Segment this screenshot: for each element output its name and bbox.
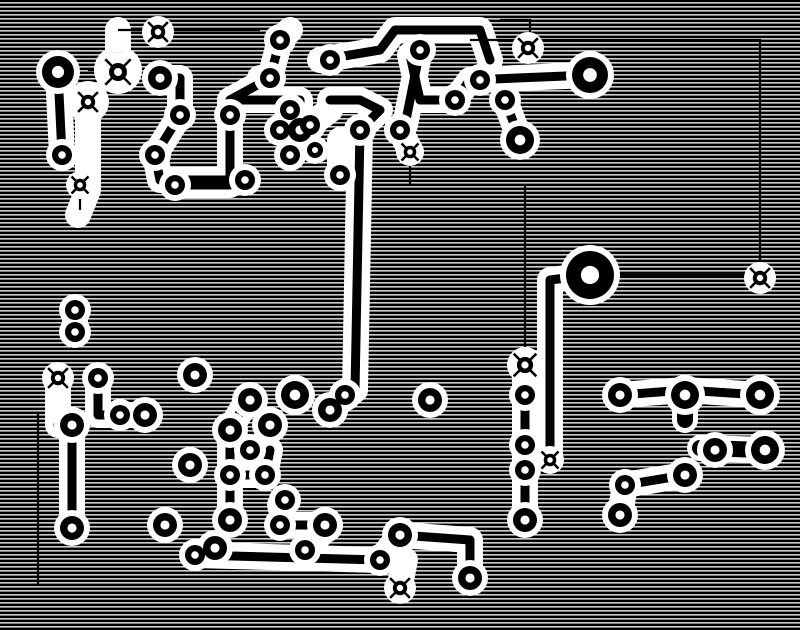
drill-hole	[176, 111, 184, 119]
drill-hole	[521, 391, 529, 399]
drill-hole	[514, 134, 526, 146]
drill-hole	[396, 126, 404, 134]
drill-hole	[226, 471, 234, 479]
drill-hole	[210, 543, 220, 553]
drill-hole	[580, 265, 600, 285]
thin-lines	[36, 18, 762, 587]
drill-hole	[520, 515, 530, 525]
drill-hole	[425, 395, 435, 405]
drill-hole	[465, 573, 475, 583]
drill-hole	[51, 65, 65, 79]
pads	[36, 24, 785, 596]
thermal-drill	[407, 149, 413, 155]
drill-hole	[190, 370, 200, 380]
drill-hole	[286, 106, 294, 114]
thermal-drill	[114, 68, 122, 76]
drill-hole	[185, 460, 195, 470]
drill-hole	[356, 126, 364, 134]
drill-hole	[67, 523, 77, 533]
drill-hole	[265, 420, 275, 430]
drill-hole	[521, 441, 529, 449]
drill-hole	[286, 151, 294, 159]
drill-hole	[225, 425, 235, 435]
drill-hole	[276, 36, 284, 44]
drill-hole	[191, 551, 199, 559]
drill-hole	[521, 466, 529, 474]
drill-hole	[58, 151, 66, 159]
thermal-drill	[547, 457, 553, 463]
thermal-drill	[524, 44, 532, 52]
drill-hole	[301, 546, 309, 554]
drill-hole	[246, 446, 254, 454]
thermal-drill	[77, 182, 83, 188]
drill-hole	[311, 146, 319, 154]
drill-hole	[266, 74, 274, 82]
drill-hole	[416, 46, 424, 54]
drill-hole	[261, 471, 269, 479]
drill-hole	[621, 481, 629, 489]
drill-hole	[680, 470, 690, 480]
drill-hole	[276, 521, 284, 529]
drill-hole	[71, 306, 79, 314]
drill-hole	[451, 96, 459, 104]
thermal-pads	[42, 16, 776, 604]
drill-hole	[320, 520, 330, 530]
drill-hole	[226, 111, 234, 119]
drill-hole	[341, 391, 349, 399]
drill-hole	[94, 374, 102, 382]
drill-hole	[225, 515, 235, 525]
drill-hole	[116, 411, 124, 419]
thermal-drill	[84, 98, 92, 106]
drill-hole	[71, 328, 79, 336]
drill-hole	[241, 176, 249, 184]
drill-hole	[759, 444, 771, 456]
drill-hole	[245, 395, 255, 405]
thermal-drill	[396, 584, 404, 592]
drill-hole	[583, 68, 597, 82]
drill-hole	[615, 510, 625, 520]
drill-hole	[160, 520, 170, 530]
drill-hole	[476, 76, 484, 84]
thermal-drill	[756, 274, 764, 282]
drill-hole	[151, 151, 159, 159]
thermal-drill	[521, 361, 529, 369]
drill-hole	[325, 405, 335, 415]
drill-hole	[679, 389, 691, 401]
drill-hole	[754, 389, 766, 401]
drill-hole	[155, 73, 165, 83]
thermal-drill	[154, 28, 162, 36]
drill-hole	[171, 181, 179, 189]
thermal-drill	[54, 374, 62, 382]
drill-hole	[281, 496, 289, 504]
drill-hole	[376, 556, 384, 564]
drill-hole	[289, 389, 301, 401]
drill-hole	[501, 96, 509, 104]
drill-hole	[326, 56, 334, 64]
drill-hole	[615, 390, 625, 400]
drill-hole	[306, 121, 314, 129]
drill-hole	[276, 126, 284, 134]
drill-hole	[395, 530, 405, 540]
drill-hole	[140, 410, 150, 420]
drill-hole	[67, 420, 77, 430]
drill-hole	[336, 171, 344, 179]
drill-hole	[710, 445, 720, 455]
